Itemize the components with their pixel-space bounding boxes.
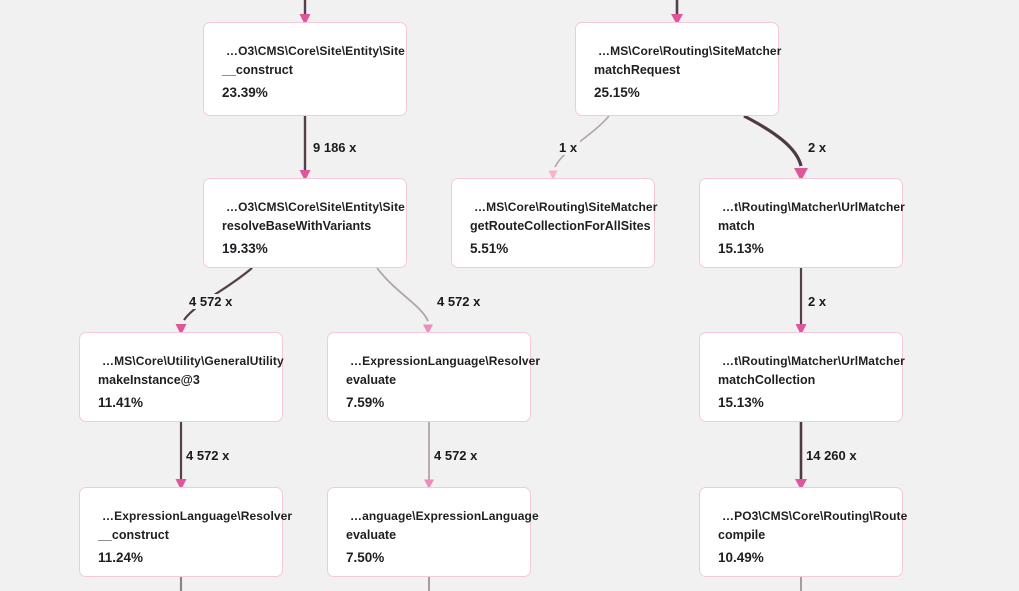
graph-node-site-resolvebasewithvariants[interactable]: …O3\CMS\Core\Site\Entity\Site resolveBas… — [203, 178, 407, 268]
node-class-path: …MS\Core\Utility\GeneralUtility — [102, 354, 284, 368]
node-percent: 7.50% — [346, 550, 385, 565]
node-method-name: getRouteCollectionForAllSites — [470, 219, 651, 233]
edge-arrowhead — [299, 14, 311, 25]
node-percent: 11.41% — [98, 395, 144, 410]
edge-arrowhead — [299, 170, 311, 181]
node-method-name: evaluate — [346, 373, 397, 387]
edge-arrowhead — [423, 324, 433, 334]
node-percent: 11.24% — [98, 550, 144, 565]
edge-call-count: 2 x — [805, 140, 830, 155]
node-percent: 10.49% — [718, 550, 764, 565]
node-percent: 15.13% — [718, 241, 764, 256]
graph-node-resolver-evaluate[interactable]: …ExpressionLanguage\Resolver evaluate 7.… — [327, 332, 541, 422]
node-class-path: …O3\CMS\Core\Site\Entity\Site — [226, 44, 405, 58]
node-class-path: …t\Routing\Matcher\UrlMatcher — [722, 354, 905, 368]
node-method-name: __construct — [222, 63, 293, 77]
node-percent: 23.39% — [222, 85, 268, 100]
node-percent: 7.59% — [346, 395, 385, 410]
edge-arrowhead — [794, 168, 808, 181]
edge-call-count: 4 572 x — [431, 448, 481, 463]
edge-matchrequest-to-match — [743, 114, 803, 167]
node-method-name: matchCollection — [718, 373, 816, 387]
edge-call-count: 9 186 x — [310, 140, 360, 155]
edge-arrowhead — [424, 479, 434, 489]
node-method-name: matchRequest — [594, 63, 681, 77]
graph-node-site-construct[interactable]: …O3\CMS\Core\Site\Entity\Site __construc… — [203, 22, 407, 116]
graph-node-urlmatcher-matchcollection[interactable]: …t\Routing\Matcher\UrlMatcher matchColle… — [699, 332, 905, 422]
node-class-path: …MS\Core\Routing\SiteMatcher — [598, 44, 782, 58]
node-method-name: compile — [718, 528, 766, 542]
node-method-name: evaluate — [346, 528, 397, 542]
node-method-name: resolveBaseWithVariants — [222, 219, 372, 233]
node-class-path: …ExpressionLanguage\Resolver — [102, 509, 293, 523]
graph-node-sitematcher-matchrequest[interactable]: …MS\Core\Routing\SiteMatcher matchReques… — [575, 22, 782, 116]
node-method-name: __construct — [98, 528, 169, 542]
node-method-name: match — [718, 219, 755, 233]
node-percent: 19.33% — [222, 241, 268, 256]
edge-call-count: 4 572 x — [183, 448, 233, 463]
edge-arrowhead — [548, 170, 558, 180]
edge-arrowhead — [795, 324, 807, 335]
edge-call-count: 4 572 x — [434, 294, 484, 309]
graph-node-expressionlanguage-evaluate[interactable]: …anguage\ExpressionLanguage evaluate 7.5… — [327, 487, 539, 577]
graph-node-urlmatcher-match[interactable]: …t\Routing\Matcher\UrlMatcher match 15.1… — [699, 178, 905, 268]
node-class-path: …PO3\CMS\Core\Routing\Route — [722, 509, 908, 523]
edge-arrowhead — [795, 479, 807, 490]
edge-arrowhead — [175, 324, 187, 335]
edge-call-count: 4 572 x — [186, 294, 236, 309]
node-percent: 15.13% — [718, 395, 764, 410]
graph-node-generalutility-makeinstance[interactable]: …MS\Core\Utility\GeneralUtility makeInst… — [79, 332, 284, 422]
node-percent: 5.51% — [470, 241, 509, 256]
node-class-path: …anguage\ExpressionLanguage — [350, 509, 539, 523]
edge-call-count: 1 x — [556, 140, 581, 155]
graph-node-sitematcher-getroutecollectionforallsites[interactable]: …MS\Core\Routing\SiteMatcher getRouteCol… — [451, 178, 658, 268]
node-class-path: …O3\CMS\Core\Site\Entity\Site — [226, 200, 405, 214]
node-class-path: …ExpressionLanguage\Resolver — [350, 354, 541, 368]
edge-resolvebase-to-resolverevaluate — [376, 267, 429, 322]
node-percent: 25.15% — [594, 85, 640, 100]
node-class-path: …MS\Core\Routing\SiteMatcher — [474, 200, 658, 214]
node-class-path: …t\Routing\Matcher\UrlMatcher — [722, 200, 905, 214]
graph-node-resolver-construct[interactable]: …ExpressionLanguage\Resolver __construct… — [79, 487, 293, 577]
edge-arrowhead — [175, 479, 187, 490]
edge-arrowhead — [671, 14, 683, 25]
edge-call-count: 14 260 x — [803, 448, 860, 463]
graph-node-route-compile[interactable]: …PO3\CMS\Core\Routing\Route compile 10.4… — [699, 487, 908, 577]
node-method-name: makeInstance@3 — [98, 373, 200, 387]
edge-call-count: 2 x — [805, 294, 830, 309]
